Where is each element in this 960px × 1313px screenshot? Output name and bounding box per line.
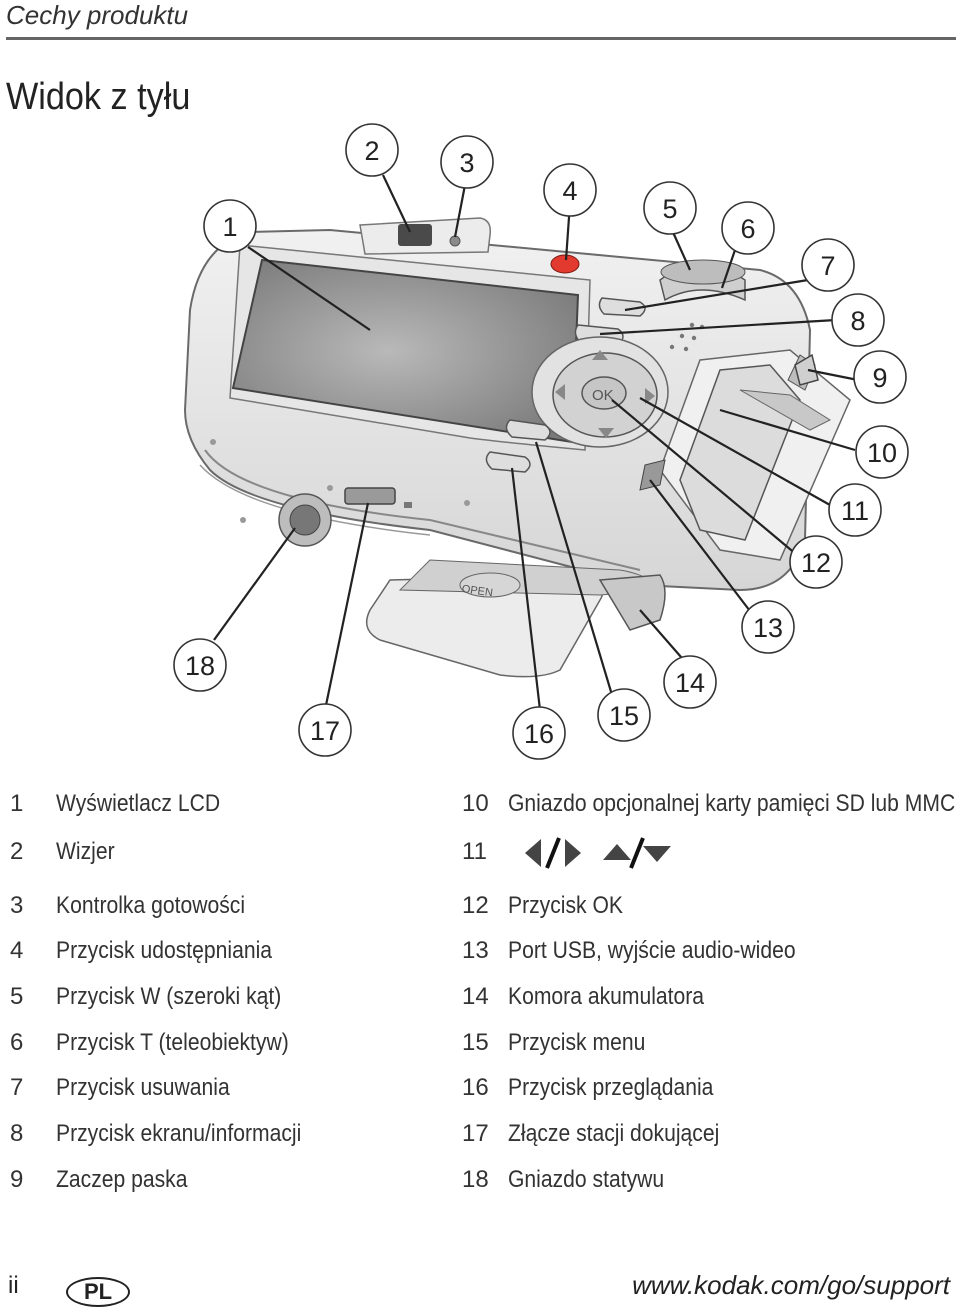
svg-text:6: 6 (740, 214, 755, 244)
callout-14: 14 (663, 655, 717, 709)
sd-card-slot (679, 364, 801, 541)
page-heading: Widok z tyłu (6, 76, 191, 118)
callout-18: 18 (173, 638, 227, 692)
callout-12: 12 (789, 535, 843, 589)
down-arrow-icon (642, 845, 671, 862)
svg-text:13: 13 (753, 613, 783, 643)
language-badge: PL (66, 1277, 130, 1307)
callout-13: 13 (741, 600, 795, 654)
support-url[interactable]: www.kodak.com/go/support (632, 1270, 950, 1300)
callout-11: 11 (828, 483, 882, 537)
callout-10: 10 (855, 425, 909, 479)
navigation-arrows (524, 836, 675, 870)
menu-button (505, 419, 551, 441)
callout-1: 1 (203, 199, 257, 253)
callout-8: 8 (831, 293, 885, 347)
left-arrow-icon (524, 838, 541, 867)
open-label: OPEN (461, 583, 494, 599)
svg-text:1: 1 (222, 212, 237, 242)
svg-text:18: 18 (185, 651, 215, 681)
section-title: Cechy produktu (6, 0, 189, 30)
camera-illustration: OK OPEN (173, 123, 909, 760)
ok-button (581, 376, 627, 410)
right-arrow-icon (564, 838, 581, 867)
dock-connector (344, 487, 396, 505)
callout-9: 9 (853, 350, 907, 404)
delete-button (598, 297, 646, 317)
svg-text:9: 9 (872, 363, 887, 393)
strap-post (794, 353, 819, 386)
header-divider (6, 37, 956, 40)
page-number: ii (8, 1272, 19, 1299)
callout-17: 17 (298, 703, 352, 757)
legend-item: 11 (462, 832, 675, 872)
ready-light (449, 235, 461, 247)
callout-16: 16 (512, 706, 566, 760)
battery-compartment (598, 574, 666, 631)
usb-av-port (639, 459, 666, 491)
svg-text:16: 16 (524, 719, 554, 749)
tripod-socket (289, 504, 321, 536)
callout-7: 7 (801, 238, 855, 292)
svg-text:17: 17 (310, 716, 340, 746)
share-button (550, 254, 580, 274)
up-arrow-icon (602, 843, 631, 860)
callout-6: 6 (721, 201, 775, 255)
svg-text:3: 3 (459, 148, 474, 178)
svg-text:2: 2 (364, 136, 379, 166)
svg-text:10: 10 (867, 438, 897, 468)
callout-2: 2 (345, 123, 399, 177)
callout-3: 3 (440, 135, 494, 189)
svg-text:12: 12 (801, 548, 831, 578)
camera-rear-diagram: OK OPEN (0, 120, 960, 760)
callout-5: 5 (643, 181, 697, 235)
svg-text:5: 5 (662, 194, 677, 224)
callout-15: 15 (597, 688, 651, 742)
svg-text:7: 7 (820, 251, 835, 281)
svg-text:4: 4 (562, 176, 577, 206)
svg-text:15: 15 (609, 701, 639, 731)
callout-4: 4 (543, 163, 597, 217)
ok-label: OK (592, 387, 614, 404)
viewfinder (398, 224, 432, 246)
review-button (485, 451, 531, 473)
svg-text:14: 14 (675, 668, 705, 698)
svg-text:11: 11 (841, 496, 869, 526)
svg-text:8: 8 (850, 306, 865, 336)
